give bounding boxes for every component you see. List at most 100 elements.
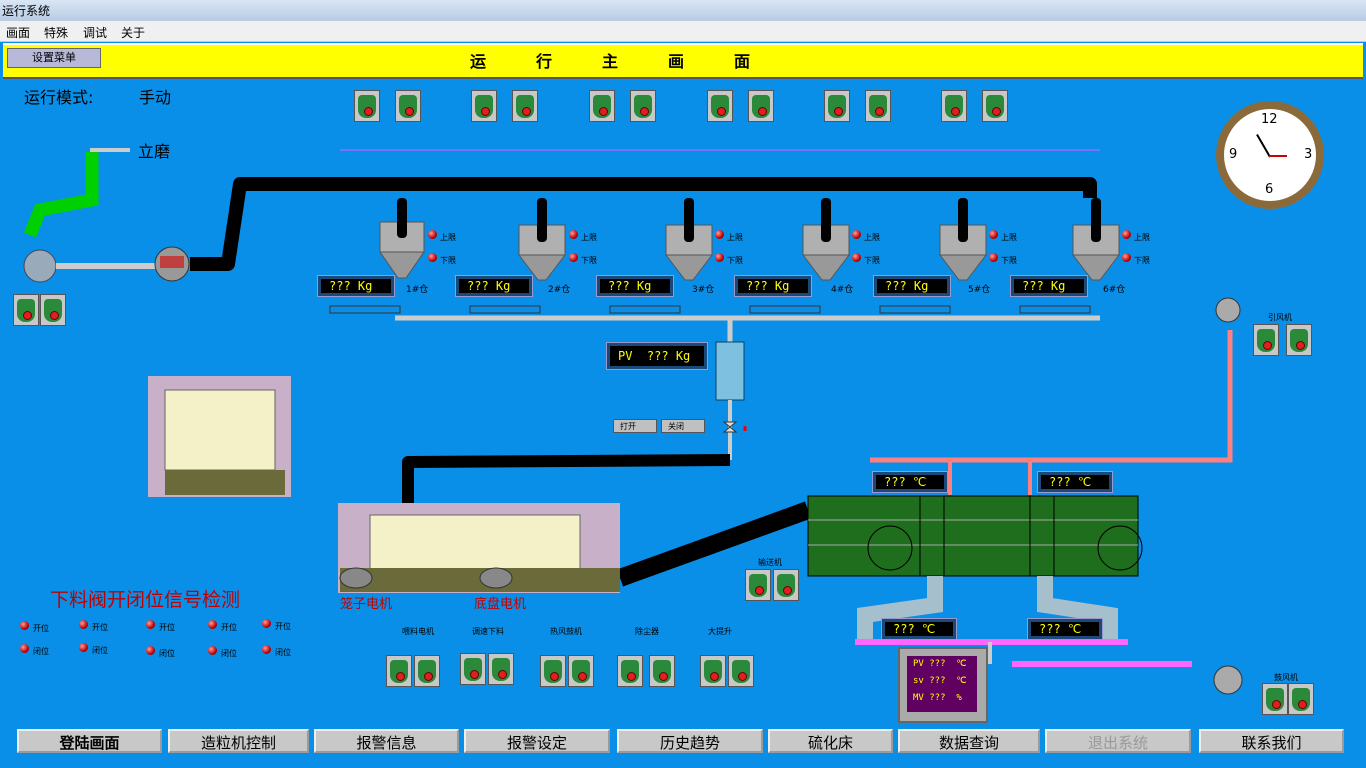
motor-toggle[interactable] (707, 90, 733, 122)
bin5-upper-led (989, 230, 998, 239)
motor-toggle[interactable] (865, 90, 891, 122)
nav-granulator[interactable]: 造粒机控制 (168, 729, 309, 753)
motor-toggle[interactable] (630, 90, 656, 122)
valve-close-button[interactable]: 关闭 (661, 419, 705, 433)
bin5-lower-led (989, 253, 998, 262)
motor-toggle[interactable] (941, 90, 967, 122)
bin1-upper-led (428, 230, 437, 239)
granulator-feed-pipe (402, 454, 731, 520)
blower-fan-label: 鼓风机 (1274, 673, 1298, 682)
clock-9: 9 (1229, 147, 1238, 162)
valve-close-led (208, 646, 217, 655)
menu-about[interactable]: 关于 (121, 26, 146, 40)
nav-alarm-info[interactable]: 报警信息 (314, 729, 459, 753)
clock: 12 3 6 9 (1216, 101, 1324, 209)
blower-fan-icon (1213, 665, 1243, 695)
motor-toggle[interactable] (354, 90, 380, 122)
motor-toggle[interactable] (395, 90, 421, 122)
dust-collector-toggle[interactable] (617, 655, 643, 687)
elevator-toggle[interactable] (728, 655, 754, 687)
valve-open-led (146, 620, 155, 629)
menu-bar: 画面 特殊 调试 关于 (0, 21, 1366, 42)
valve-open-led (79, 620, 88, 629)
motor-toggle[interactable] (512, 90, 538, 122)
nav-fluid-bed[interactable]: 硫化床 (768, 729, 893, 753)
nav-login[interactable]: 登陆画面 (17, 729, 162, 753)
page-title: 运行主画面 (470, 52, 801, 71)
dryer-temp-4: ??? ℃ (1027, 618, 1103, 640)
dryer-temp-3: ??? ℃ (881, 618, 957, 640)
speed-feed-toggle[interactable] (460, 653, 486, 685)
duct-right (1037, 576, 1118, 640)
setup-menu-button[interactable]: 设置菜单 (7, 48, 101, 68)
bin3-upper-led (715, 230, 724, 239)
clock-6: 6 (1265, 182, 1274, 197)
motor-toggle[interactable] (471, 90, 497, 122)
bin2-label: 2#仓 (548, 285, 571, 295)
duct-left (857, 576, 943, 640)
mill-motor-toggle[interactable] (40, 294, 66, 326)
bin3-label: 3#仓 (692, 285, 715, 295)
menu-screen[interactable]: 画面 (6, 26, 31, 40)
speed-feed-toggle[interactable] (488, 653, 514, 685)
conveyor-label: 输送机 (758, 558, 782, 567)
scale-weight: PV ??? Kg (606, 342, 708, 370)
bin3-weight: ??? Kg (596, 275, 674, 297)
nav-exit[interactable]: 退出系统 (1045, 729, 1191, 753)
bins (379, 198, 1121, 281)
valve-open-led (262, 619, 271, 628)
valve-open-button[interactable]: 打开 (613, 419, 657, 433)
window-title: 运行系统 (2, 4, 51, 18)
temperature-controller: PV ??? ℃ sv ??? ℃ MV ??? % (898, 647, 988, 723)
feed-motor-label: 喂料电机 (402, 627, 434, 636)
elevator-label: 大提升 (708, 627, 732, 636)
scale-hopper (715, 341, 745, 401)
bin3-lower-led (715, 253, 724, 262)
motor-toggle[interactable] (589, 90, 615, 122)
nav-contact[interactable]: 联系我们 (1199, 729, 1344, 753)
cage-motor-icon (339, 567, 373, 589)
top-conveyor-pipe (190, 177, 1097, 271)
hot-air-label: 热风鼓机 (550, 627, 582, 636)
menu-debug[interactable]: 调试 (83, 26, 108, 40)
motor-toggle[interactable] (748, 90, 774, 122)
bin5-weight: ??? Kg (873, 275, 951, 297)
bin5-label: 5#仓 (968, 285, 991, 295)
mode-label: 运行模式: (24, 88, 94, 107)
disk-motor-icon (479, 567, 513, 589)
exhaust-pipe (870, 330, 1233, 463)
mill-pipe (23, 152, 99, 238)
dryer-temp-1: ??? ℃ (872, 471, 948, 493)
nav-alarm-settings[interactable]: 报警设定 (464, 729, 610, 753)
nav-data-query[interactable]: 数据查询 (898, 729, 1040, 753)
conveyor-toggle[interactable] (745, 569, 771, 601)
motor-toggle[interactable] (824, 90, 850, 122)
dryer-conveyor (616, 501, 812, 587)
hot-air-toggle[interactable] (540, 655, 566, 687)
induced-fan-label: 引风机 (1268, 313, 1292, 322)
bin6-upper-led (1122, 230, 1131, 239)
induced-fan-toggle[interactable] (1286, 324, 1312, 356)
conveyor-toggle[interactable] (773, 569, 799, 601)
disk-motor-label: 底盘电机 (474, 597, 527, 612)
menu-special[interactable]: 特殊 (44, 26, 69, 40)
blower-fan-toggle[interactable] (1262, 683, 1288, 715)
dust-collector-label: 除尘器 (635, 627, 659, 636)
induced-fan-toggle[interactable] (1253, 324, 1279, 356)
feed-motor-toggle[interactable] (414, 655, 440, 687)
bin2-weight: ??? Kg (455, 275, 533, 297)
mill-motor-toggle[interactable] (13, 294, 39, 326)
dust-collector-toggle[interactable] (649, 655, 675, 687)
bin4-upper-led (852, 230, 861, 239)
bin6-weight: ??? Kg (1010, 275, 1088, 297)
mill-blower (23, 249, 57, 283)
mode-value: 手动 (139, 88, 172, 107)
process-diagram (23, 148, 1243, 695)
motor-toggle[interactable] (982, 90, 1008, 122)
discharge-valve (722, 421, 738, 433)
elevator-toggle[interactable] (700, 655, 726, 687)
feed-motor-toggle[interactable] (386, 655, 412, 687)
hot-air-toggle[interactable] (568, 655, 594, 687)
blower-fan-toggle[interactable] (1288, 683, 1314, 715)
nav-history-trend[interactable]: 历史趋势 (617, 729, 763, 753)
